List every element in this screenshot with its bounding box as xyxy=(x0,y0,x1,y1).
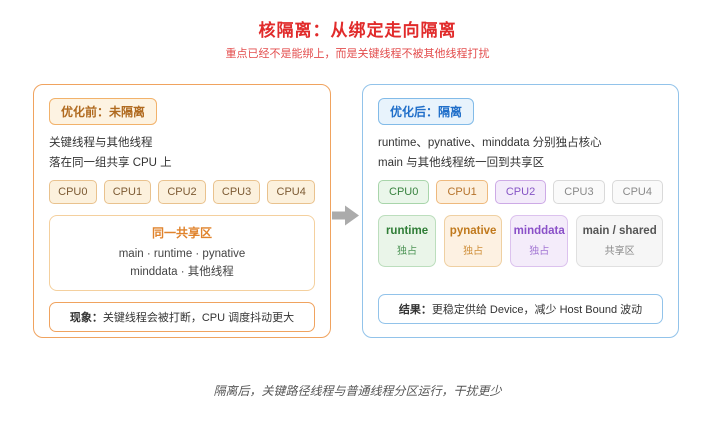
cpu-chip-cpu1: CPU1 xyxy=(103,180,152,205)
core-minddata-tag: 独占 xyxy=(529,246,550,258)
after-panel: 优化后：隔离 runtime、pynative、minddata 分别独占核心 … xyxy=(362,84,679,338)
after-note-text: 更稳定供给 Device，减少 Host Bound 波动 xyxy=(431,304,643,316)
cpu-chip-cpu0: CPU0 xyxy=(49,180,97,205)
after-note: 结果：更稳定供给 Device，减少 Host Bound 波动 xyxy=(378,294,663,324)
shared-zone-box: 同一共享区 main · runtime · pynative minddata… xyxy=(49,215,315,291)
core-pynative: pynative 独占 xyxy=(444,215,503,268)
core-main-shared-tag: 共享区 xyxy=(604,246,635,258)
after-cores-row: runtime 独占 pynative 独占 minddata 独占 main … xyxy=(378,215,664,268)
before-note: 现象：关键线程会被打断，CPU 调度抖动更大 xyxy=(49,301,315,332)
shared-zone-line-2: minddata · 其他线程 xyxy=(130,266,234,279)
after-cpu-row: CPU0 CPU1 CPU2 CPU3 CPU4 xyxy=(378,180,664,205)
after-desc-line-1: runtime、pynative、minddata 分别独占核心 xyxy=(378,137,602,149)
core-runtime-name: runtime xyxy=(385,225,429,238)
cpu-chip-cpu2: CPU2 xyxy=(494,180,547,205)
core-minddata-name: minddata xyxy=(513,225,565,238)
cpu-chip-cpu0: CPU0 xyxy=(378,180,430,205)
after-description: runtime、pynative、minddata 分别独占核心 main 与其… xyxy=(378,134,663,173)
cpu-chip-cpu2: CPU2 xyxy=(158,180,206,205)
page-subtitle: 重点已经不是能绑上，而是关键线程不被其他线程打扰 xyxy=(225,48,490,60)
shared-zone-line-1: main · runtime · pynative xyxy=(118,248,246,261)
cpu-chip-cpu3: CPU3 xyxy=(212,180,261,205)
arrow-right-icon xyxy=(332,205,359,226)
cpu-chip-cpu4: CPU4 xyxy=(267,180,315,205)
page-title: 核隔离：从绑定走向隔离 xyxy=(258,21,457,40)
before-desc-line-1: 关键线程与其他线程 xyxy=(49,137,153,149)
after-note-prefix: 结果： xyxy=(398,304,432,316)
core-runtime-tag: 独占 xyxy=(397,246,418,258)
shared-zone-title: 同一共享区 xyxy=(151,226,212,241)
core-runtime: runtime 独占 xyxy=(378,215,437,268)
cpu-chip-cpu1: CPU1 xyxy=(436,180,488,205)
after-badge: 优化后：隔离 xyxy=(378,98,475,125)
cpu-chip-cpu4: CPU4 xyxy=(611,180,664,205)
before-desc-line-2: 落在同一组共享 CPU 上 xyxy=(49,156,172,169)
core-main-shared-name: main / shared xyxy=(582,225,657,238)
after-desc-line-2: main 与其他线程统一回到共享区 xyxy=(378,156,545,169)
core-main-shared: main / shared 共享区 xyxy=(576,215,664,268)
before-panel: 优化前：未隔离 关键线程与其他线程 落在同一组共享 CPU 上 CPU0 CPU… xyxy=(33,84,331,338)
cpu-chip-cpu3: CPU3 xyxy=(553,180,605,205)
before-note-prefix: 现象： xyxy=(69,311,103,324)
before-description: 关键线程与其他线程 落在同一组共享 CPU 上 xyxy=(49,134,315,173)
core-pynative-name: pynative xyxy=(449,225,497,238)
before-badge: 优化前：未隔离 xyxy=(49,98,158,125)
core-pynative-tag: 独占 xyxy=(463,246,484,258)
before-note-text: 关键线程会被打断，CPU 调度抖动更大 xyxy=(102,311,295,324)
footer-caption: 隔离后，关键路径线程与普通线程分区运行，干扰更少 xyxy=(213,384,502,398)
core-minddata: minddata 独占 xyxy=(510,215,569,268)
before-cpu-row: CPU0 CPU1 CPU2 CPU3 CPU4 xyxy=(49,180,315,205)
